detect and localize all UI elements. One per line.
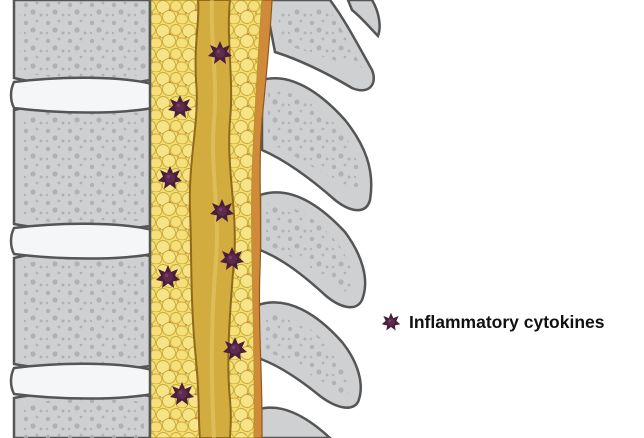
intervertebral-disc: [11, 78, 154, 113]
intervertebral-disc: [11, 364, 154, 399]
intervertebral-disc: [11, 224, 154, 259]
cytokine-icon: [381, 312, 401, 332]
spinous-process: [348, 0, 380, 36]
legend: Inflammatory cytokines: [381, 311, 604, 333]
legend-label: Inflammatory cytokines: [409, 312, 604, 333]
spinous-process: [256, 408, 330, 438]
